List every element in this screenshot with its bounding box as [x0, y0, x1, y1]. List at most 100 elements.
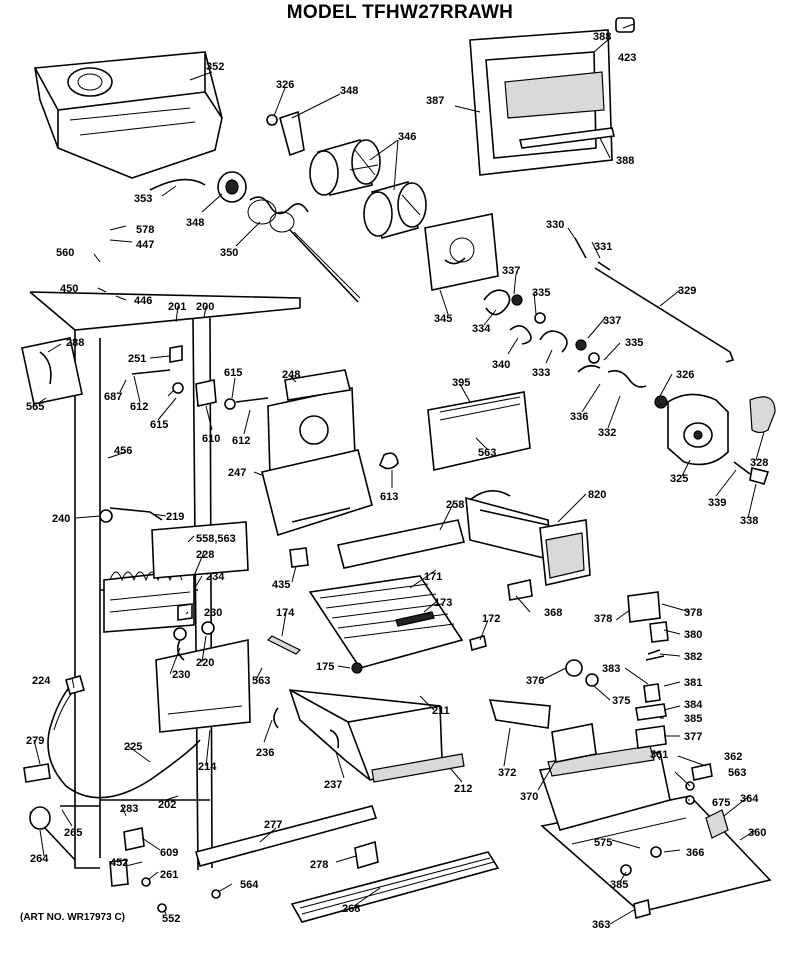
label-247: 247: [228, 467, 246, 479]
label-336: 336: [570, 411, 588, 423]
label-340: 340: [492, 359, 510, 371]
label-364: 364: [740, 793, 759, 805]
label-171: 171: [424, 571, 442, 583]
label-346: 346: [398, 131, 416, 143]
part-364: [705, 809, 729, 839]
label-265: 265: [64, 827, 82, 839]
plate-452: [109, 859, 129, 887]
panel-214: [155, 639, 251, 733]
label-220: 220: [196, 657, 214, 669]
label-335-lower: 335: [625, 337, 643, 349]
label-345: 345: [434, 313, 452, 325]
label-388: 388: [593, 31, 611, 43]
label-383: 383: [602, 663, 620, 675]
dispenser-frame-387: [469, 29, 615, 176]
part-377: [635, 725, 667, 749]
label-326-lower: 326: [676, 369, 694, 381]
bracket-612a: [131, 369, 171, 375]
spring-382: [645, 649, 665, 661]
label-248: 248: [282, 369, 300, 381]
label-201: 201: [168, 301, 186, 313]
label-200: 200: [196, 301, 214, 313]
part-376: [565, 659, 583, 677]
part-384: [635, 703, 667, 721]
part-385b: [620, 864, 632, 876]
strip-173: [395, 611, 435, 627]
screw-175: [351, 662, 363, 674]
plate-345: [424, 213, 499, 291]
clip-172: [469, 634, 487, 652]
solenoid-378: [627, 591, 661, 623]
label-423: 423: [618, 52, 636, 64]
label-230-lower: 230: [172, 669, 190, 681]
label-395: 395: [452, 377, 470, 389]
label-352: 352: [206, 61, 224, 73]
spring-353: [149, 178, 206, 191]
grille-268: [290, 851, 500, 923]
label-378: 378: [594, 613, 612, 625]
part-366: [650, 846, 662, 858]
rod-329: [594, 267, 735, 363]
label-277: 277: [264, 819, 282, 831]
label-360: 360: [748, 827, 766, 839]
label-564: 564: [240, 879, 259, 891]
label-202: 202: [158, 799, 176, 811]
motor-325: [654, 393, 776, 466]
label-339: 339: [708, 497, 726, 509]
screw-339: [733, 461, 751, 475]
label-613: 613: [380, 491, 398, 503]
diagram-title: MODEL TFHW27RRAWH: [286, 2, 514, 23]
label-337: 337: [502, 265, 520, 277]
label-563-right: 563: [728, 767, 746, 779]
clip-609: [123, 827, 145, 851]
label-283: 283: [120, 803, 138, 815]
label-240: 240: [52, 513, 70, 525]
panel-288: [21, 337, 83, 405]
label-234: 234: [206, 571, 225, 583]
cover-372: [488, 699, 551, 729]
label-279: 279: [26, 735, 44, 747]
label-328: 328: [750, 457, 768, 469]
label-332: 332: [598, 427, 616, 439]
label-382: 382: [684, 651, 702, 663]
hinge-174: [266, 635, 302, 655]
label-381: 381: [684, 677, 702, 689]
label-211: 211: [432, 705, 450, 717]
label-258: 258: [446, 499, 464, 511]
label-236: 236: [256, 747, 274, 759]
part-375: [585, 673, 599, 687]
motor-370: [551, 723, 597, 763]
label-330: 330: [546, 219, 564, 231]
label-575: 575: [594, 837, 612, 849]
coil-228: [103, 569, 195, 633]
label-326: 326: [276, 79, 294, 91]
label-388-lower: 388: [616, 155, 634, 167]
clip-615a: [172, 382, 184, 394]
rail-277: [195, 805, 378, 867]
linkage-parts: [483, 289, 647, 388]
label-175: 175: [316, 661, 334, 673]
ice-maker-820: [465, 490, 591, 586]
label-612: 612: [130, 401, 148, 413]
clip-330-331: [574, 237, 611, 271]
label-173: 173: [434, 597, 452, 609]
label-615-lower: 615: [150, 419, 168, 431]
label-350: 350: [220, 247, 238, 259]
label-375: 375: [612, 695, 630, 707]
label-563: 563: [478, 447, 496, 459]
label-370: 370: [520, 791, 538, 803]
label-368: 368: [544, 607, 562, 619]
label-384: 384: [684, 699, 703, 711]
label-225: 225: [124, 741, 142, 753]
screw-219: [109, 507, 163, 521]
label-268: 268: [342, 903, 360, 915]
label-552: 552: [162, 913, 180, 925]
label-612-lower: 612: [232, 435, 250, 447]
label-687: 687: [104, 391, 122, 403]
label-447: 447: [136, 239, 154, 251]
clip-363: [633, 898, 651, 920]
bracket-279: [23, 763, 51, 783]
pan-211: [288, 689, 465, 783]
part-number-labels: 352 326 348 346 388 423 387 388 353 348 …: [26, 31, 768, 931]
basket-171: [308, 575, 464, 669]
